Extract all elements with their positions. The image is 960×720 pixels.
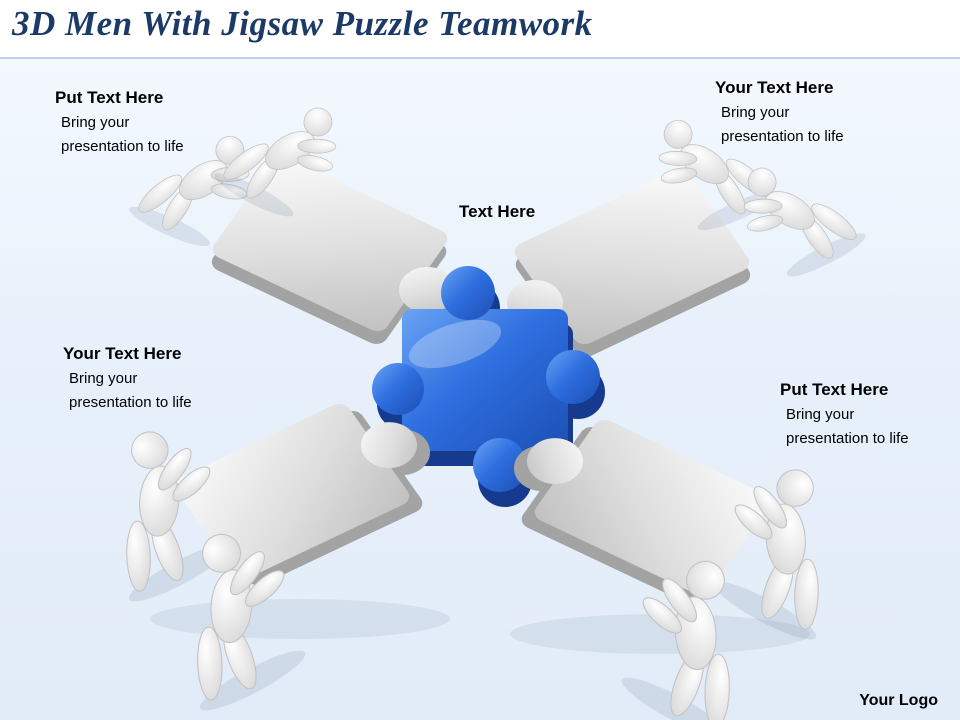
- placeholder-mid-right: Put Text Here Bring your presentation to…: [780, 380, 909, 451]
- placeholder-heading: Text Here: [459, 202, 536, 221]
- body-line-2: presentation to life: [61, 138, 184, 155]
- body-line-2: presentation to life: [721, 128, 844, 145]
- placeholder-heading: Your Text Here: [715, 78, 834, 97]
- slide-content: Put Text Here Bring your presentation to…: [0, 59, 960, 720]
- slide-title: 3D Men With Jigsaw Puzzle Teamwork: [12, 4, 593, 43]
- body-line-1: Bring your: [61, 114, 130, 131]
- placeholder-mid-left: Your Text Here Bring your presentation t…: [63, 344, 192, 415]
- floor-shadow: [150, 599, 450, 639]
- placeholder-body: Bring your presentation to life: [63, 367, 192, 415]
- title-bar: 3D Men With Jigsaw Puzzle Teamwork: [0, 0, 960, 57]
- placeholder-center: Text Here: [459, 202, 535, 222]
- placeholder-body: Bring your presentation to life: [55, 111, 184, 159]
- title-divider: [0, 57, 960, 59]
- logo-text: Your Logo: [859, 692, 938, 709]
- center-blue-puzzle-piece: [372, 266, 605, 507]
- placeholder-heading: Put Text Here: [55, 88, 164, 107]
- puzzle-teamwork-graphic: [62, 78, 883, 720]
- floor-shadow: [510, 614, 810, 654]
- placeholder-heading: Put Text Here: [780, 380, 889, 399]
- placeholder-top-left: Put Text Here Bring your presentation to…: [55, 88, 184, 159]
- body-line-2: presentation to life: [786, 430, 909, 447]
- placeholder-body: Bring your presentation to life: [715, 101, 844, 149]
- placeholder-top-right: Your Text Here Bring your presentation t…: [715, 78, 844, 149]
- placeholder-heading: Your Text Here: [63, 344, 182, 363]
- body-line-2: presentation to life: [69, 394, 192, 411]
- placeholder-body: Bring your presentation to life: [780, 403, 909, 451]
- body-line-1: Bring your: [786, 406, 855, 423]
- body-line-1: Bring your: [69, 370, 138, 387]
- body-line-1: Bring your: [721, 104, 790, 121]
